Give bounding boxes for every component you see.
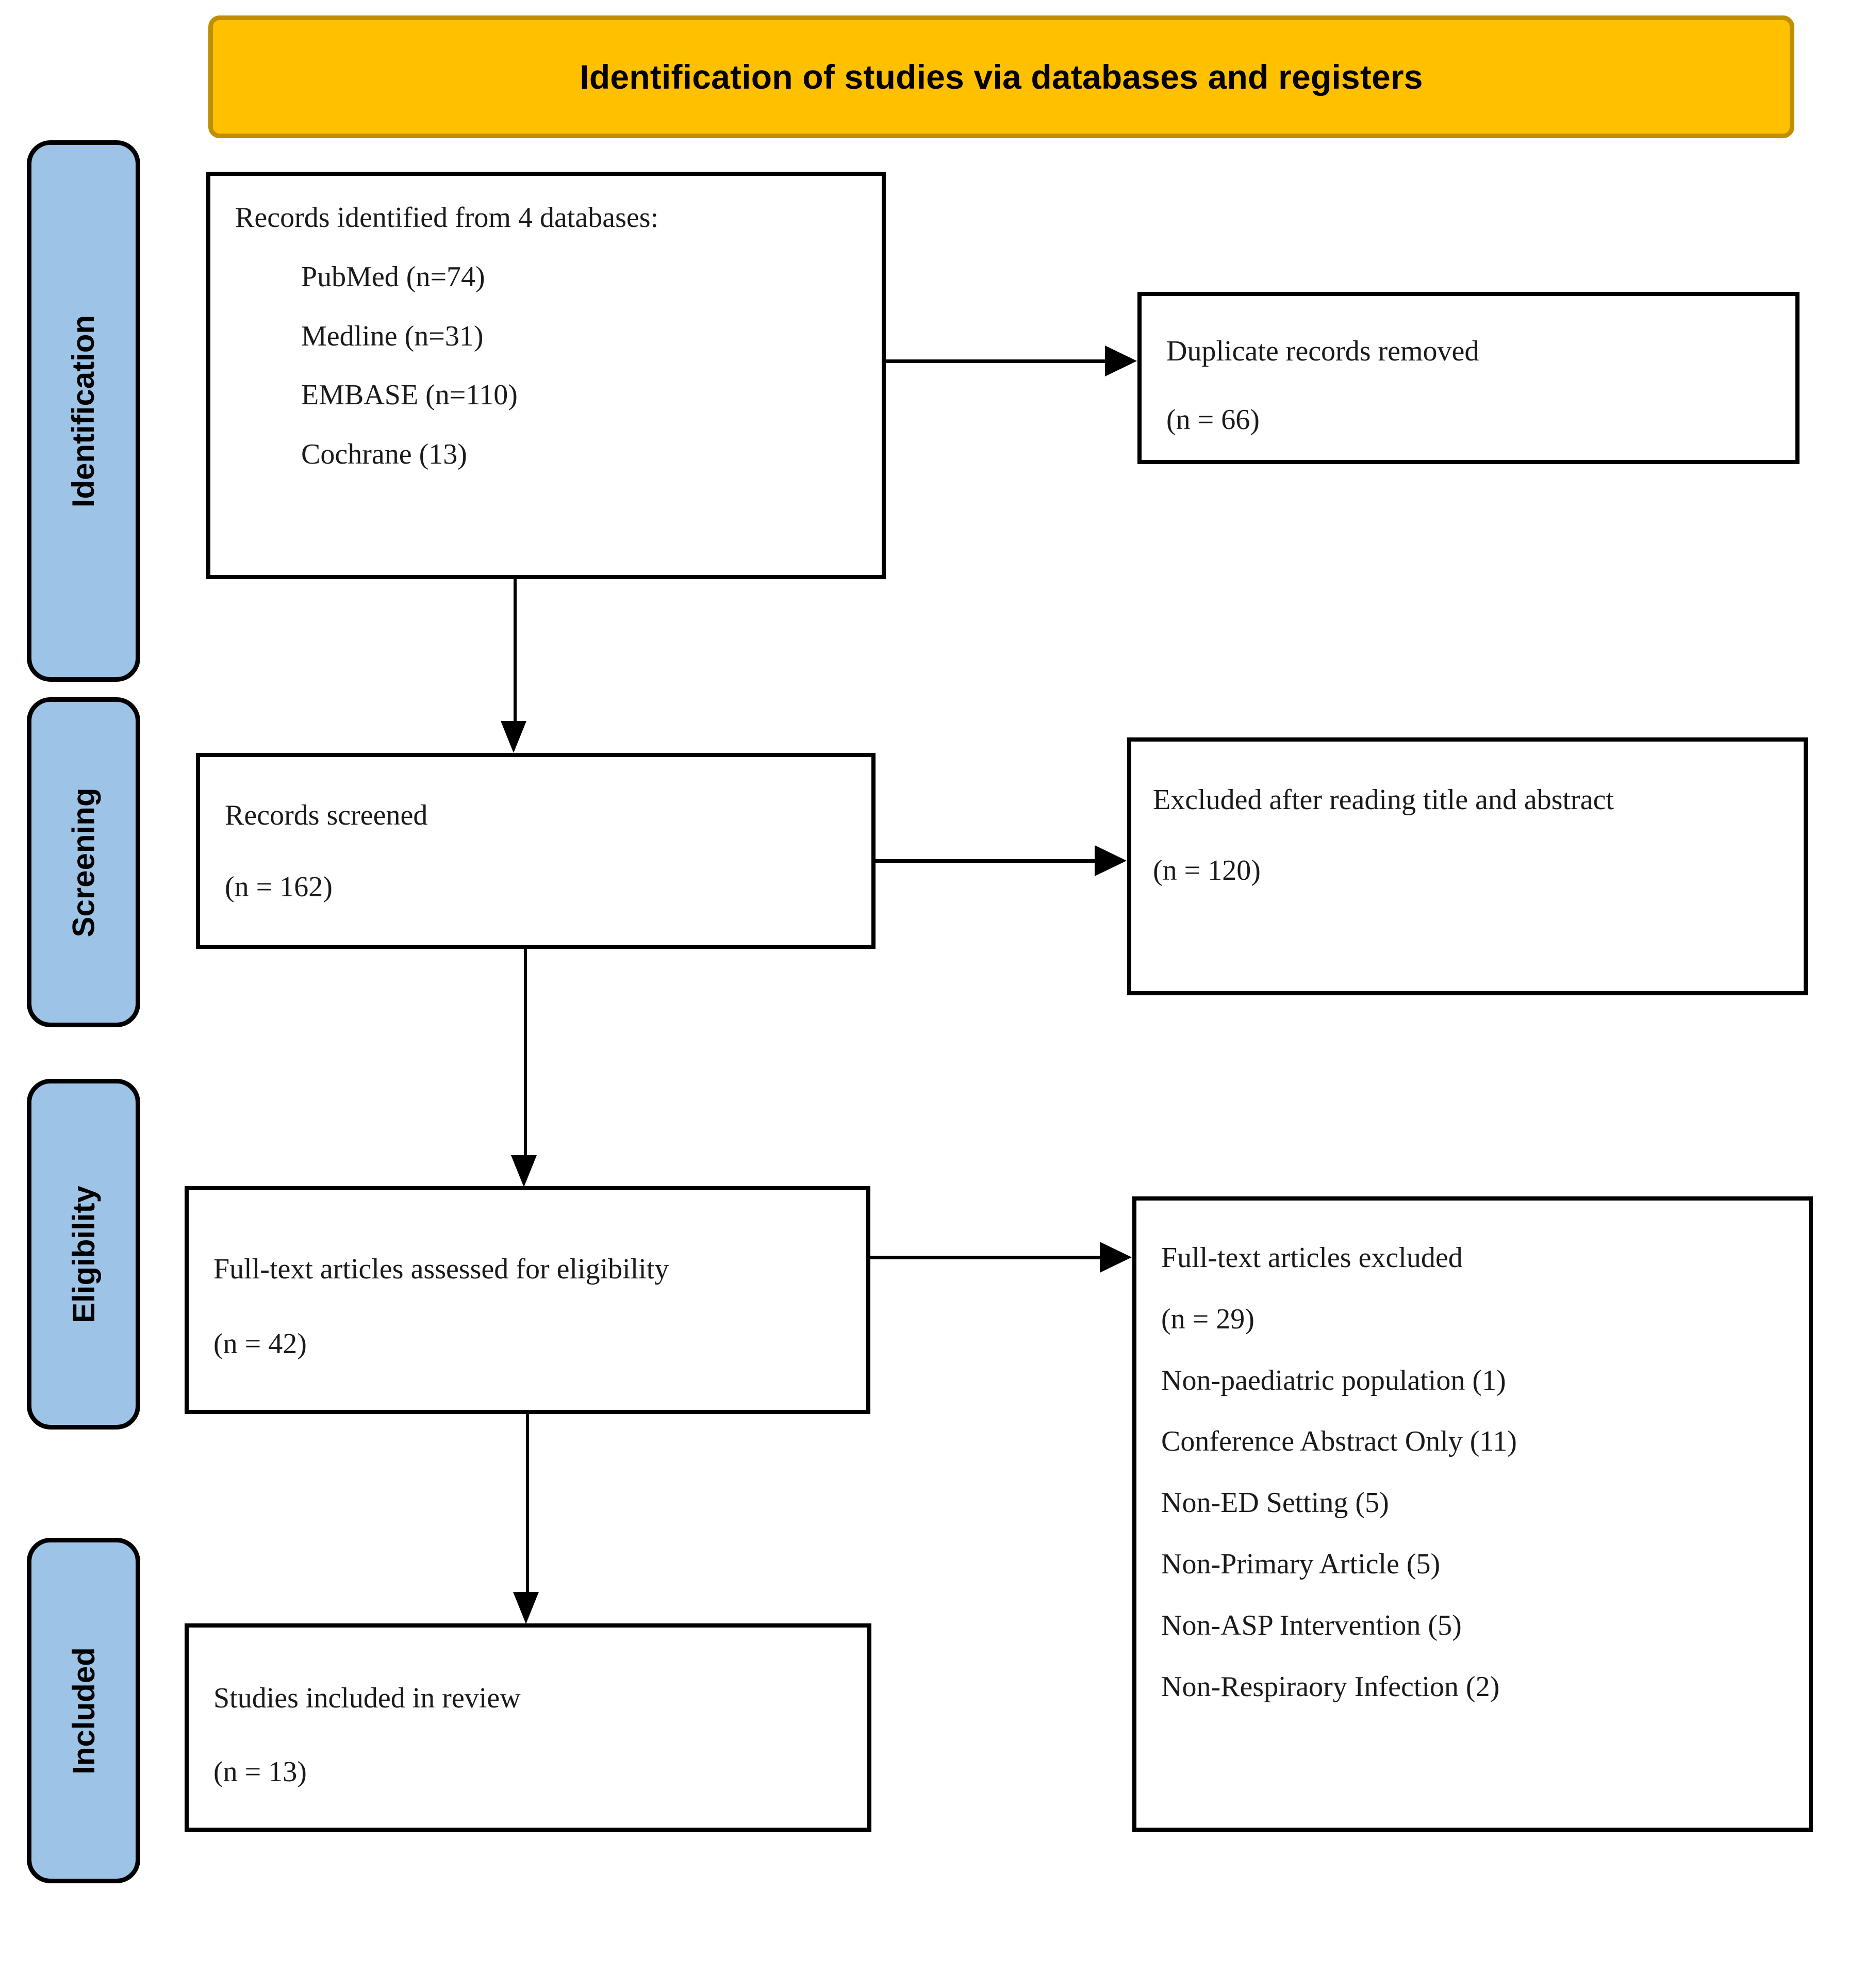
connector-eligibility-to-included [526, 1414, 529, 1592]
screened-label: Records screened [225, 799, 428, 831]
included-label: Studies included in review [213, 1682, 521, 1714]
arrowhead-right-icon [1095, 845, 1127, 876]
fulltext-excluded-label: Full-text articles excluded [1161, 1242, 1463, 1274]
stage-label-eligibility: Eligibility [27, 1079, 140, 1430]
diagram-header-banner: Identification of studies via databases … [208, 15, 1794, 138]
exclusion-reason: Non-Respiraory Infection (2) [1161, 1670, 1500, 1703]
connector-eligibility-to-fulltext-excluded [870, 1256, 1100, 1259]
stage-label-text: Identification [66, 315, 101, 507]
page-title: Identification of studies via databases … [580, 58, 1423, 96]
exclusion-reason: Non-ED Setting (5) [1161, 1487, 1389, 1519]
arrowhead-down-icon [511, 1155, 537, 1187]
box-excluded-after-abstract: Excluded after reading title and abstrac… [1127, 737, 1808, 995]
arrowhead-down-icon [501, 721, 526, 753]
excluded-abstract-count: (n = 120) [1153, 854, 1261, 886]
arrowhead-down-icon [513, 1592, 539, 1624]
box-duplicate-records-removed: Duplicate records removed (n = 66) [1137, 292, 1800, 464]
duplicates-count: (n = 66) [1166, 403, 1260, 436]
stage-label-screening: Screening [27, 697, 140, 1027]
source-cochrane: Cochrane (13) [301, 438, 467, 471]
duplicates-label: Duplicate records removed [1166, 335, 1479, 367]
arrowhead-right-icon [1100, 1242, 1132, 1273]
eligibility-label: Full-text articles assessed for eligibil… [213, 1253, 669, 1285]
arrowhead-right-icon [1105, 346, 1137, 376]
connector-screened-to-excluded [876, 859, 1095, 863]
box-fulltext-excluded: Full-text articles excluded (n = 29) Non… [1132, 1196, 1813, 1832]
fulltext-excluded-count: (n = 29) [1161, 1303, 1254, 1335]
connector-identified-to-duplicates [886, 359, 1105, 363]
stage-label-included: Included [27, 1538, 140, 1883]
eligibility-count: (n = 42) [213, 1327, 307, 1360]
box-studies-included: Studies included in review (n = 13) [185, 1623, 871, 1832]
screened-count: (n = 162) [225, 870, 333, 903]
exclusion-reason: Conference Abstract Only (11) [1161, 1425, 1517, 1458]
stage-label-identification: Identification [27, 140, 140, 682]
box-records-identified: Records identified from 4 databases: Pub… [206, 172, 886, 579]
source-pubmed: PubMed (n=74) [301, 260, 485, 293]
stage-label-text: Included [66, 1647, 101, 1775]
box-fulltext-assessed: Full-text articles assessed for eligibil… [185, 1186, 870, 1414]
exclusion-reason: Non-Primary Article (5) [1161, 1548, 1441, 1580]
source-embase: EMBASE (n=110) [301, 379, 518, 412]
connector-identified-to-screened [514, 579, 517, 721]
stage-label-text: Eligibility [66, 1185, 101, 1323]
exclusion-reason: Non-ASP Intervention (5) [1161, 1609, 1462, 1641]
box-records-screened: Records screened (n = 162) [196, 753, 876, 949]
excluded-abstract-label: Excluded after reading title and abstrac… [1153, 784, 1614, 816]
source-medline: Medline (n=31) [301, 320, 484, 352]
connector-screened-to-eligibility [524, 949, 527, 1155]
included-count: (n = 13) [213, 1755, 307, 1788]
records-identified-title: Records identified from 4 databases: [235, 202, 659, 234]
stage-label-text: Screening [66, 787, 101, 938]
exclusion-reason: Non-paediatric population (1) [1161, 1364, 1506, 1396]
